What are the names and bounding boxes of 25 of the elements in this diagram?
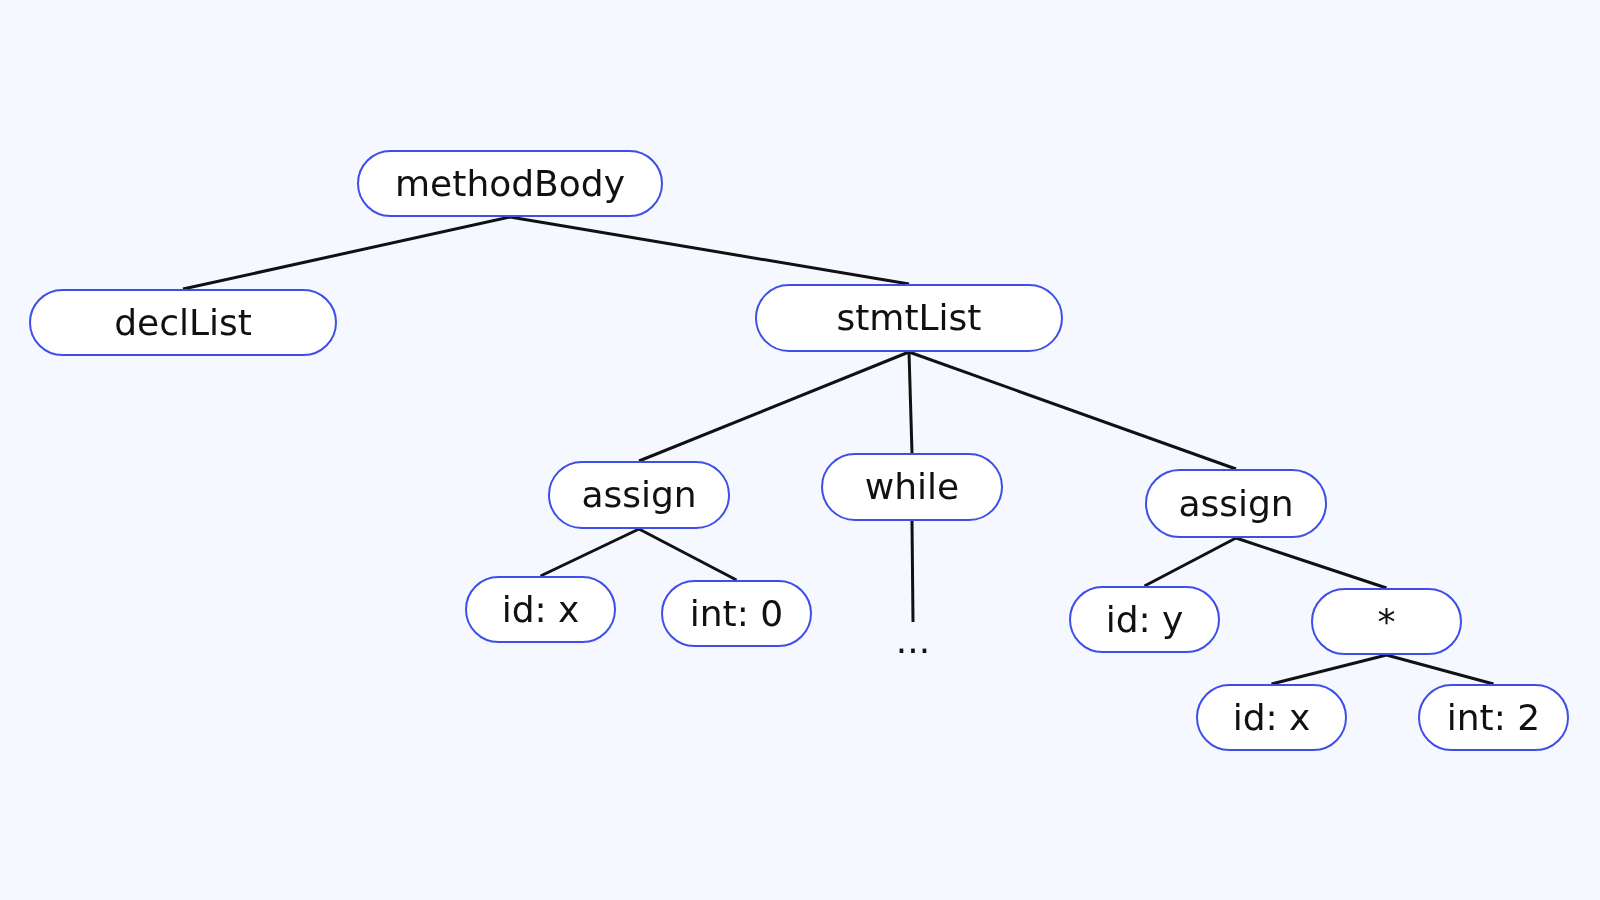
connector-line — [638, 527, 738, 582]
node-label: id: y — [1105, 601, 1184, 638]
node-label: int: 2 — [1446, 699, 1541, 736]
node-label: ... — [895, 623, 931, 659]
node-label: while — [864, 469, 960, 505]
connector-line — [907, 351, 914, 454]
connector-line — [1143, 536, 1237, 588]
connector-line — [539, 527, 640, 578]
node-label: assign — [581, 477, 697, 513]
node-label: id: x — [501, 591, 580, 628]
node-label: * — [1377, 603, 1396, 640]
node-label: methodBody — [395, 165, 625, 202]
connector-line — [910, 521, 915, 622]
connector-line — [1386, 653, 1494, 686]
node-label: assign — [1178, 485, 1294, 522]
connector-line — [182, 215, 511, 291]
connector-line — [509, 215, 910, 286]
connector-line — [638, 350, 910, 463]
node-label: id: x — [1232, 699, 1311, 736]
connector-line — [1235, 536, 1387, 590]
connector-line — [1271, 653, 1387, 686]
node-label: stmtList — [836, 300, 982, 336]
node-label: declList — [114, 304, 252, 341]
connector-line — [908, 350, 1237, 471]
node-label: int: 0 — [689, 595, 784, 632]
